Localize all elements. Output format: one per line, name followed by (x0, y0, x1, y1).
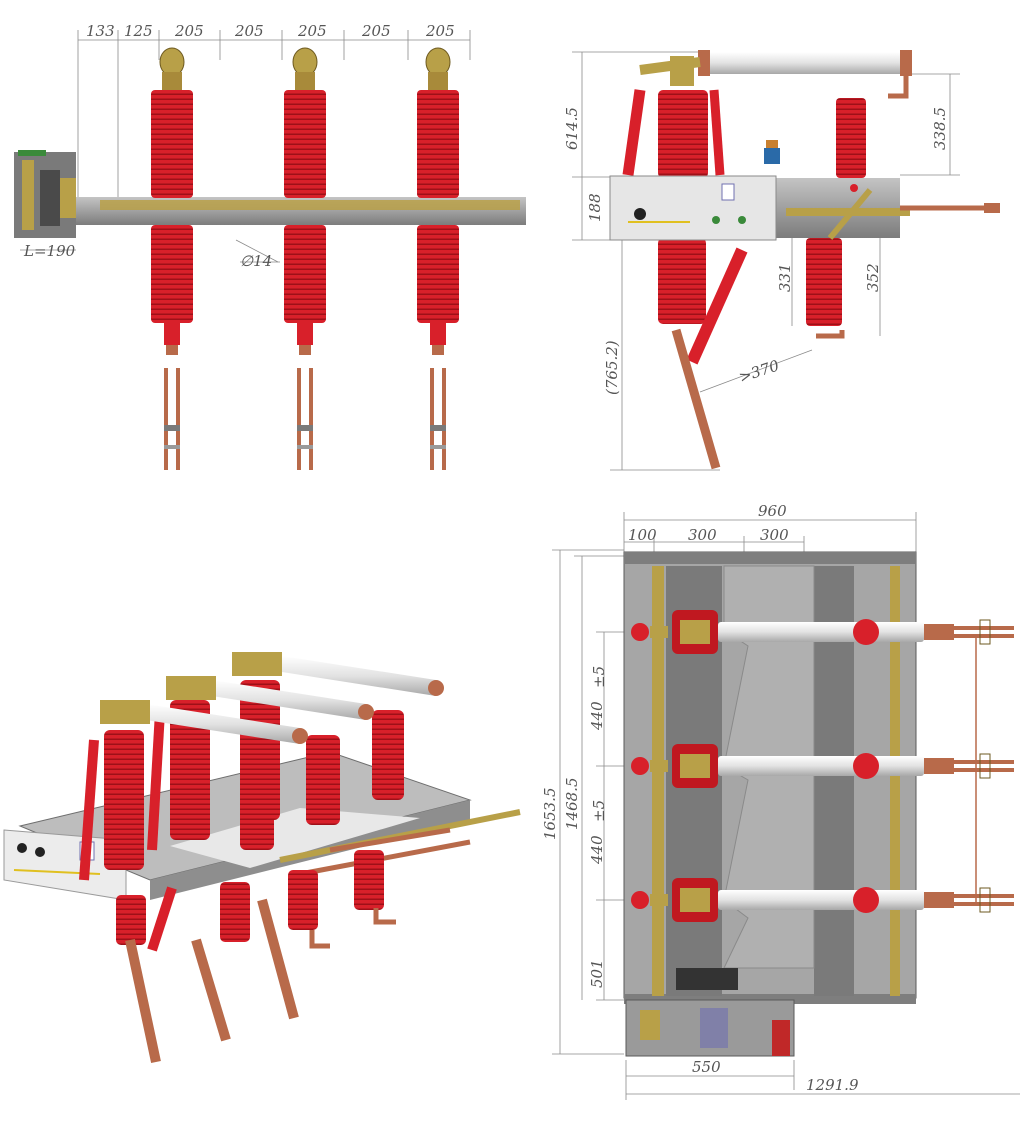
dim-440-a: 440 (588, 701, 606, 731)
dim-550: 550 (692, 1058, 721, 1076)
dim-765-2: (765.2) (603, 340, 621, 395)
front-view: 133 125 205 205 205 205 205 (14, 22, 526, 471)
side-view: 614.5 188 (765.2) 338.5 (563, 50, 1000, 471)
isometric-view (3, 652, 521, 1064)
iso-fuse-tube-2 (212, 680, 366, 720)
dim-331: 331 (776, 263, 794, 292)
side-earthing-blade (671, 328, 721, 470)
dim-614-5: 614.5 (563, 107, 581, 150)
dim-125: 125 (124, 22, 153, 40)
dim-1468-5: 1468.5 (563, 778, 581, 831)
dim-188: 188 (586, 193, 604, 222)
dim-1653-5: 1653.5 (541, 788, 559, 841)
dim-1291-9: 1291.9 (806, 1076, 859, 1094)
dim-300-b: 300 (760, 526, 789, 544)
plan-view: 960 100 300 300 1653.5 1468.5 440 ±5 440… (541, 502, 1020, 1100)
dim-205-a: 205 (174, 22, 204, 40)
dim-338-5: 338.5 (931, 107, 949, 150)
dim-205-d: 205 (361, 22, 391, 40)
side-control-panel (609, 175, 777, 241)
dim-370: >370 (737, 356, 782, 386)
dim-tol-a: ±5 (590, 666, 608, 688)
dim-205-b: 205 (234, 22, 264, 40)
dim-501: 501 (588, 959, 606, 988)
dim-hole-14: ∅14 (240, 252, 272, 270)
dim-440-b: 440 (588, 835, 606, 865)
iso-blade-3 (257, 898, 299, 1020)
dim-960: 960 (758, 502, 787, 520)
iso-fuse-tube-3 (282, 656, 436, 696)
plan-phase-row (631, 610, 1014, 654)
pole-assembly (151, 47, 193, 470)
side-fuse-tube (700, 52, 912, 74)
dim-133: 133 (86, 22, 115, 40)
dim-205-c: 205 (297, 22, 327, 40)
dim-tol-b: ±5 (590, 800, 608, 822)
dim-352: 352 (864, 263, 882, 292)
dim-300-a: 300 (688, 526, 717, 544)
dim-depth-l190: L=190 (23, 242, 76, 260)
iso-blade-1 (125, 938, 161, 1064)
dim-205-e: 205 (425, 22, 455, 40)
operating-mechanism (14, 150, 76, 238)
iso-fuse-tube-1 (146, 704, 300, 744)
dim-100: 100 (628, 526, 657, 544)
iso-blade-2 (191, 938, 231, 1042)
front-top-dimensions: 133 125 205 205 205 205 205 (77, 22, 471, 200)
